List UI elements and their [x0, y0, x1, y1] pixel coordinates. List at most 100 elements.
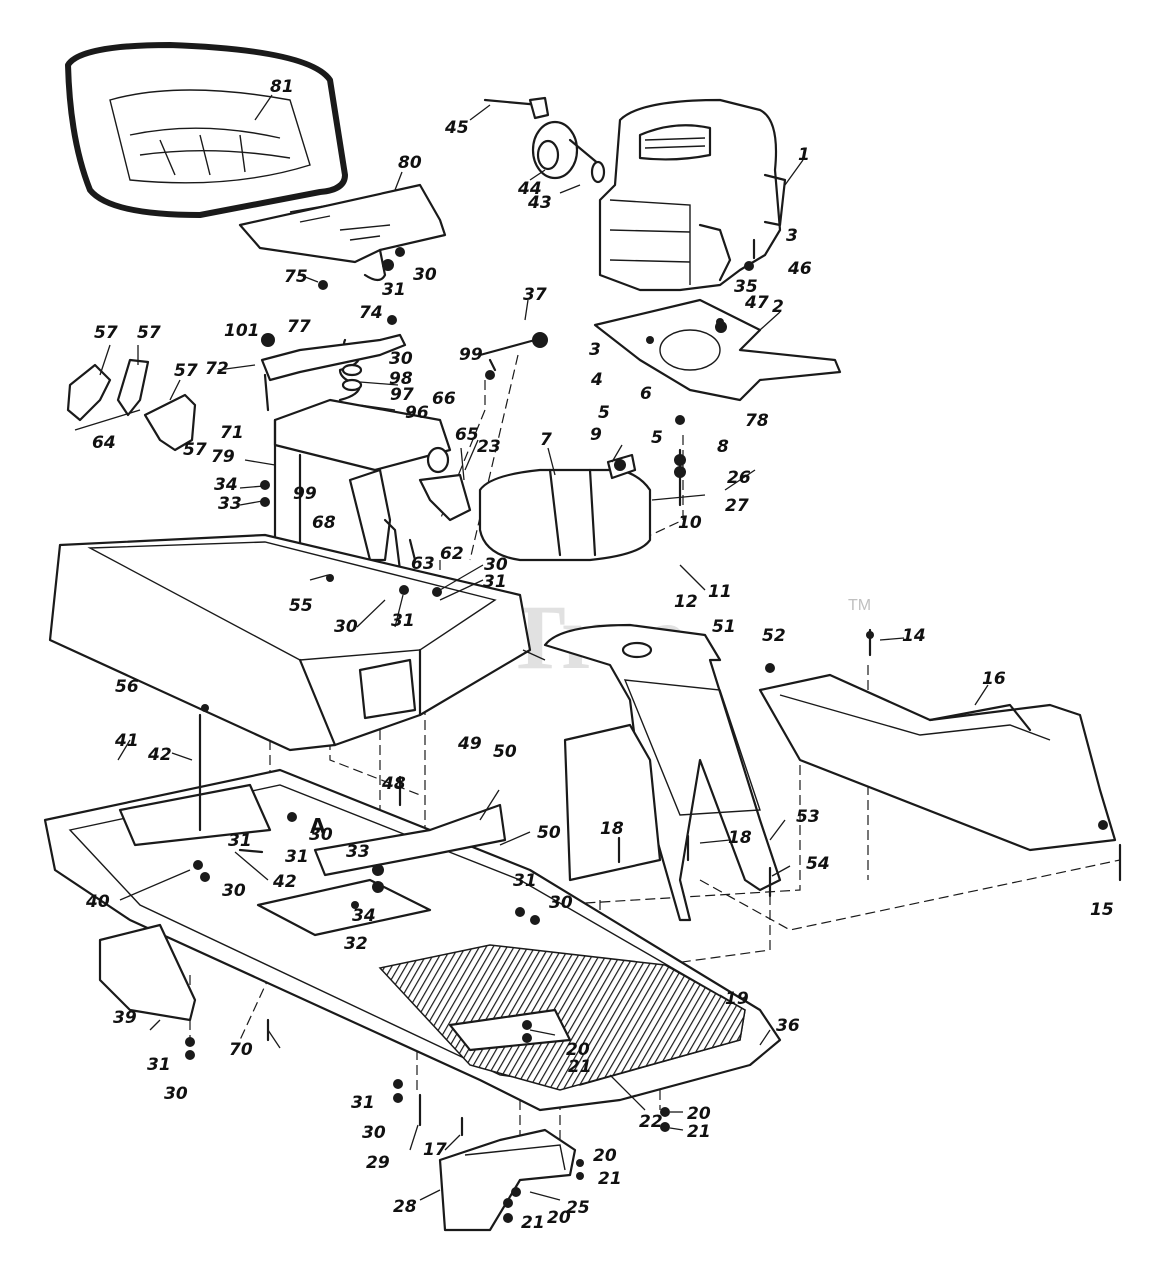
callout-50: 50	[537, 823, 561, 843]
engine-plate	[593, 298, 842, 402]
callout-54: 54	[806, 854, 830, 874]
callout-27: 27	[725, 496, 749, 516]
callout-37: 37	[523, 285, 547, 305]
callout-5: 5	[651, 428, 663, 448]
callout-20: 20	[593, 1146, 617, 1166]
callout-30: 30	[484, 555, 508, 575]
seat	[65, 42, 348, 218]
callout-62: 62	[440, 544, 464, 564]
callout-9: 9	[590, 425, 602, 445]
callout-32: 32	[344, 934, 368, 954]
callout-64: 64	[92, 433, 116, 453]
callout-57: 57	[137, 323, 161, 343]
callout-55: 55	[289, 596, 313, 616]
callout-48: 48	[381, 774, 406, 794]
callout-96: 96	[405, 403, 429, 423]
callout-7: 7	[540, 430, 552, 450]
callout-21: 21	[687, 1122, 711, 1142]
callout-16: 16	[982, 669, 1006, 689]
callout-80: 80	[398, 153, 422, 173]
callout-30: 30	[413, 265, 437, 285]
dash-panel	[543, 623, 782, 922]
callout-47: 47	[744, 293, 769, 313]
callout-43: 43	[527, 193, 552, 213]
callout-3: 3	[589, 340, 601, 360]
callout-31: 31	[513, 871, 537, 891]
callout-31: 31	[147, 1055, 171, 1075]
callout-40: 40	[85, 892, 110, 912]
callout-79: 79	[211, 447, 235, 467]
callout-31: 31	[351, 1093, 375, 1113]
callout-4: 4	[590, 370, 603, 390]
callout-31: 31	[285, 847, 309, 867]
callout-52: 52	[762, 626, 786, 646]
callout-30: 30	[549, 893, 573, 913]
callout-26: 26	[727, 468, 751, 488]
callout-21: 21	[521, 1213, 545, 1233]
rear-tray	[758, 673, 1117, 852]
callout-41: 41	[114, 731, 139, 751]
callout-68: 68	[312, 513, 336, 533]
callout-101: 101	[224, 321, 260, 341]
callout-57: 57	[174, 361, 198, 381]
callout-22: 22	[639, 1112, 663, 1132]
callout-39: 39	[113, 1008, 137, 1028]
seat-bracket	[238, 183, 447, 282]
callout-10: 10	[678, 513, 702, 533]
main-frame	[43, 768, 782, 1112]
callout-33: 33	[346, 842, 370, 862]
callout-49: 49	[457, 734, 482, 754]
leader-lines	[99, 94, 989, 1201]
callout-81: 81	[270, 77, 294, 97]
detail-marker: A	[310, 814, 326, 838]
callout-42: 42	[272, 872, 297, 892]
callout-57: 57	[183, 440, 207, 460]
callout-28: 28	[393, 1197, 417, 1217]
callout-70: 70	[229, 1040, 253, 1060]
callout-45: 45	[444, 118, 469, 138]
callout-3: 3	[786, 226, 798, 246]
spring-assembly	[338, 338, 363, 402]
callout-33: 33	[218, 494, 242, 514]
callout-30: 30	[389, 349, 413, 369]
callout-71: 71	[220, 423, 244, 443]
engine	[598, 98, 787, 292]
callout-65: 65	[455, 425, 479, 445]
body-pan	[48, 533, 532, 752]
callout-57: 57	[94, 323, 118, 343]
callout-53: 53	[796, 807, 820, 827]
callout-30: 30	[309, 825, 333, 845]
callout-46: 46	[787, 259, 812, 279]
callout-31: 31	[382, 280, 406, 300]
callout-17: 17	[423, 1140, 447, 1160]
callout-30: 30	[334, 617, 358, 637]
mounting-plate	[256, 878, 432, 937]
callout-11: 11	[708, 582, 732, 602]
callout-31: 31	[483, 572, 507, 592]
callout-78: 78	[745, 411, 769, 431]
callout-30: 30	[222, 881, 246, 901]
callout-5: 5	[598, 403, 610, 423]
callout-99: 99	[459, 345, 483, 365]
callout-44: 44	[517, 179, 542, 199]
callout-21: 21	[598, 1169, 622, 1189]
callout-56: 56	[115, 677, 139, 697]
callout-74: 74	[359, 303, 383, 323]
callout-35: 35	[734, 277, 758, 297]
callout-30: 30	[164, 1084, 188, 1104]
callout-50: 50	[493, 742, 517, 762]
callout-18: 18	[600, 819, 624, 839]
watermark-trademark: TM	[848, 597, 871, 614]
fuel-tank	[478, 453, 652, 562]
callout-31: 31	[228, 831, 252, 851]
callout-98: 98	[389, 369, 413, 389]
callout-1: 1	[798, 145, 810, 165]
callout-29: 29	[366, 1153, 390, 1173]
callout-2: 2	[772, 297, 784, 317]
shift-levers	[66, 358, 197, 452]
callout-8: 8	[717, 437, 729, 457]
control-bracket	[273, 398, 472, 572]
callout-23: 23	[477, 437, 501, 457]
